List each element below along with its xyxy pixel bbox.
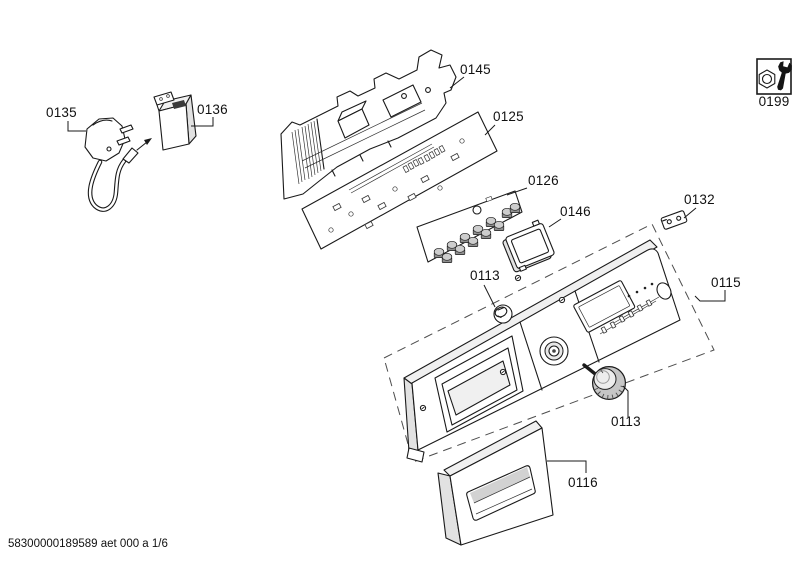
cord-box-drawing [153,91,197,151]
part-label-0135: 0135 [46,105,77,120]
drawer-handle-drawing [437,420,554,546]
assembly-boundary-dashed [383,223,715,463]
part-label-0113-top: 0113 [470,268,500,283]
clip-drawing [660,210,688,230]
nut-icon [758,69,776,89]
part-label-0132: 0132 [684,192,715,207]
control-pcb-drawing [416,190,523,263]
part-label-0126: 0126 [528,173,559,188]
wrench-icon [777,61,792,91]
leader-lines [67,76,726,473]
part-label-0125: 0125 [493,109,524,124]
rotary-knob-drawing [582,363,626,401]
control-panel-drawing [403,239,681,463]
document-number: 58300000189589 aet 000 a 1/6 [8,538,168,550]
part-label-0113-bottom: 0113 [611,414,641,429]
part-label-0145: 0145 [460,62,491,77]
main-pcb-drawing [301,111,498,250]
direction-arrow-icon [144,138,152,145]
part-label-0115: 0115 [711,275,741,290]
service-tools-icon [756,58,792,95]
part-label-0116: 0116 [568,475,598,490]
display-window-drawing [502,219,555,273]
part-label-0199: 0199 [758,94,790,109]
power-cord-drawing [84,117,152,212]
small-knob-drawing [493,304,513,324]
part-label-0146: 0146 [560,204,591,219]
module-carrier-drawing [280,49,457,200]
part-label-0136: 0136 [197,102,228,117]
